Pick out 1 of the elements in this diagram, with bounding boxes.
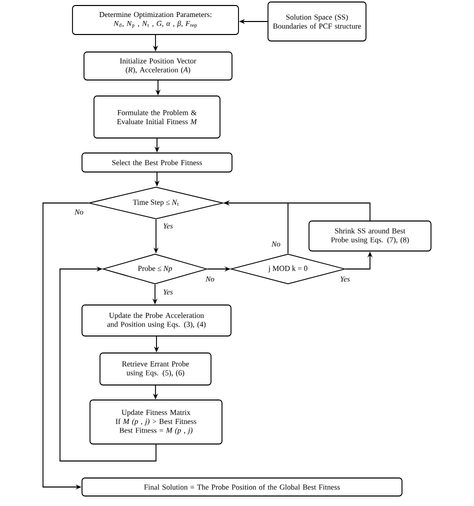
arrow — [60, 266, 156, 462]
